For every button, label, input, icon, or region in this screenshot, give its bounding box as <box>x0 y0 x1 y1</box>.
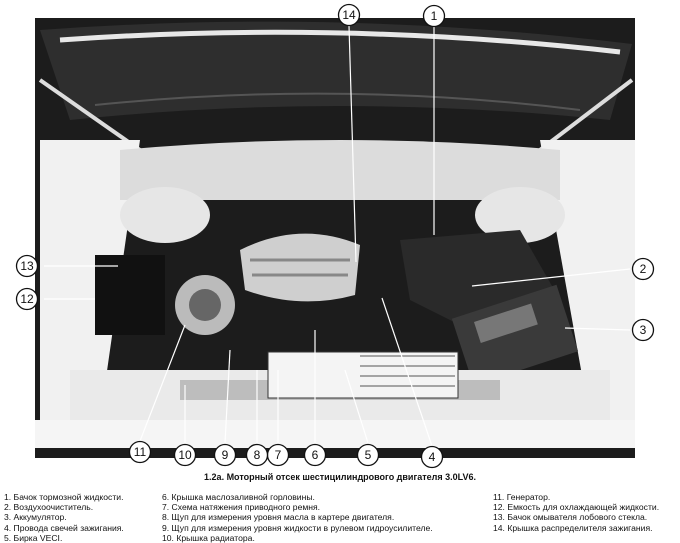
callout-14: 14 <box>342 8 356 22</box>
callout-leaders <box>44 25 631 447</box>
legend-column-1: 1. Бачок тормозной жидкости. 2. Воздухоо… <box>4 492 124 543</box>
callout-3: 3 <box>640 323 647 337</box>
callout-11: 11 <box>134 445 147 459</box>
legend-item: 11. Генератор. <box>493 492 551 502</box>
callout-12: 12 <box>20 292 34 306</box>
legend-item: 4. Провода свечей зажигания. <box>4 522 124 533</box>
legend-item: 14. Крышка распределителя зажигания. <box>493 522 653 533</box>
figure-caption: 1.2а. Моторный отсек шестицилиндрового д… <box>204 472 476 482</box>
legend-item: 2. Воздухоочиститель. <box>4 502 94 513</box>
callout-4: 4 <box>429 450 436 464</box>
legend-column-3: 11. Генератор. 12. Емкость для охлаждающ… <box>493 492 659 533</box>
legend-item: 13. Бачок омывателя лобового стекла. <box>493 512 648 523</box>
callout-2: 2 <box>640 262 647 276</box>
legend-item: 8. Щуп для измерения уровня масла в карт… <box>162 512 395 523</box>
legend-item: 5. Бирка VECI. <box>4 532 63 543</box>
legend-item: 9. Щуп для измерения уровня жидкости в р… <box>162 522 433 533</box>
callout-9: 9 <box>222 448 229 462</box>
callout-5: 5 <box>365 448 372 462</box>
engine-photo <box>35 18 635 458</box>
callout-markers: 1 2 3 4 5 6 7 8 9 10 11 12 13 14 <box>15 3 655 469</box>
callout-8: 8 <box>254 448 261 462</box>
callout-13: 13 <box>20 259 34 273</box>
callout-10: 10 <box>178 448 192 462</box>
callout-6: 6 <box>312 448 319 462</box>
legend-item: 10. Крышка радиатора. <box>162 532 255 543</box>
legend-item: 12. Емкость для охлаждающей жидкости. <box>493 502 660 513</box>
engine-bay-figure: 1 2 3 4 5 6 7 8 9 10 11 12 13 14 <box>15 3 655 469</box>
legend-column-2: 6. Крышка маслозаливной горловины. 7. Сх… <box>162 492 433 543</box>
legend-item: 3. Аккумулятор. <box>4 512 67 523</box>
legend-item: 7. Схема натяжения приводного ремня. <box>162 502 321 513</box>
legend-item: 1. Бачок тормозной жидкости. <box>4 492 124 502</box>
callout-1: 1 <box>431 9 438 23</box>
legend-item: 6. Крышка маслозаливной горловины. <box>162 492 315 502</box>
callout-7: 7 <box>275 448 282 462</box>
